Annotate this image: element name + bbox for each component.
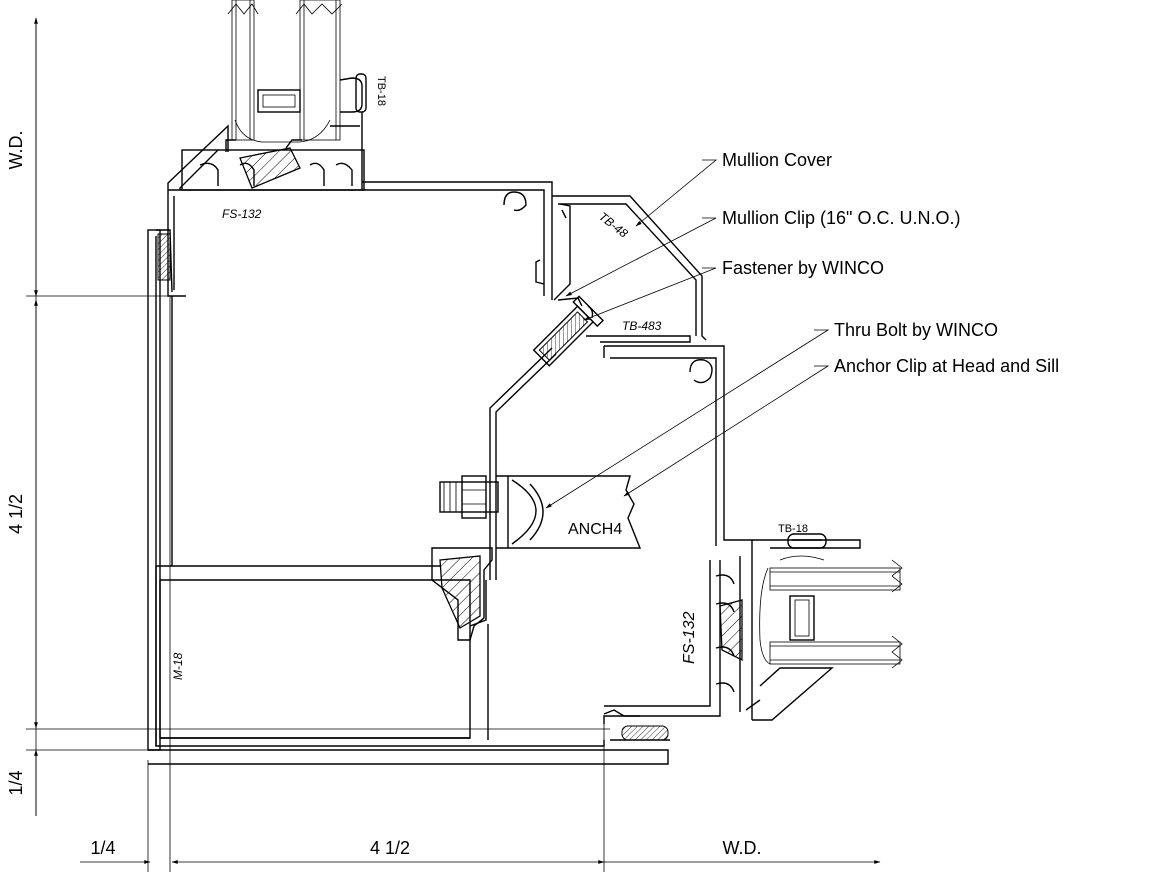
label-anch4: ANCH4	[568, 521, 622, 538]
label-tb48: TB-48	[596, 209, 631, 240]
mullion-cover	[552, 195, 707, 343]
right-mullion-box	[603, 345, 753, 724]
label-fs132-top: FS-132	[222, 207, 262, 221]
label-tb483: TB-483	[622, 319, 662, 333]
label-fs132-right: FS-132	[681, 611, 698, 664]
dim-bottom-wd: W.D.	[723, 838, 762, 858]
callout-leaders	[545, 159, 830, 509]
dim-bottom-1-4: 1/4	[90, 838, 115, 858]
dim-left-wd: W.D.	[6, 131, 26, 170]
mullion-main-body	[147, 181, 669, 765]
thru-bolt-anchor	[439, 475, 642, 549]
callout-anchor-clip: Anchor Clip at Head and Sill	[834, 356, 1059, 376]
right-glass-unit	[759, 555, 903, 669]
dimension-lines	[26, 17, 881, 872]
label-tb18-right: TB-18	[778, 523, 808, 535]
right-frame-fs132	[715, 533, 861, 721]
top-frame-fs132	[167, 112, 365, 297]
center-thermal-break	[431, 547, 493, 641]
dim-bottom-4-1-2: 4 1/2	[370, 838, 410, 858]
label-tb18-top: TB-18	[375, 76, 387, 106]
callout-mullion-cover: Mullion Cover	[722, 150, 832, 170]
callout-mullion-clip: Mullion Clip (16" O.C. U.N.O.)	[722, 208, 960, 228]
top-glass-unit	[227, 0, 367, 143]
bottom-gasket	[610, 725, 670, 741]
dim-left-4-1-2: 4 1/2	[6, 494, 26, 534]
label-m18: M-18	[171, 652, 185, 680]
callout-thru-bolt: Thru Bolt by WINCO	[834, 320, 998, 340]
callout-fastener: Fastener by WINCO	[722, 258, 884, 278]
dim-left-1-4: 1/4	[6, 770, 26, 795]
